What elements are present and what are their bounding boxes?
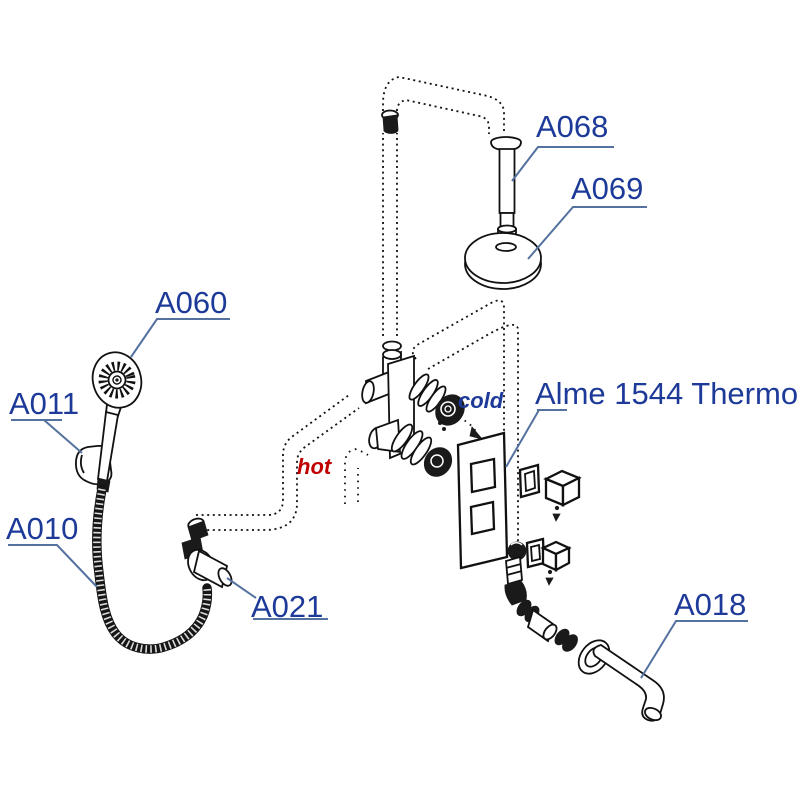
hot-supply-pipe-dashed: [196, 395, 359, 530]
model-label: Alme 1544 Thermo: [535, 376, 799, 411]
cold-water-label: cold: [458, 388, 504, 413]
part-label-a018: A018: [674, 587, 747, 622]
valve-drawing: [360, 342, 470, 482]
fittings-chain-drawing: [505, 542, 581, 654]
hot-stub-dashed: [345, 449, 368, 504]
part-label-a068: A068: [536, 109, 609, 144]
panel-drawing: [458, 433, 507, 568]
overhead-shower-drawing: [465, 226, 541, 290]
pipe-top-dashed: [382, 77, 504, 336]
handles-drawing: [520, 465, 579, 585]
part-label-a010: A010: [6, 511, 79, 546]
hose-drawing: [97, 478, 207, 649]
spout-drawing: [572, 634, 664, 722]
hot-water-label: hot: [297, 454, 332, 479]
part-label-a011: A011: [9, 386, 80, 421]
hand-shower-drawing: [86, 346, 148, 481]
shower-arm-drawing: [491, 137, 521, 229]
part-label-a069: A069: [571, 171, 644, 206]
part-label-a021: A021: [251, 589, 324, 624]
leader-lines: [8, 147, 748, 678]
wall-elbow-drawing: [182, 517, 234, 588]
part-label-a060: A060: [155, 285, 228, 320]
